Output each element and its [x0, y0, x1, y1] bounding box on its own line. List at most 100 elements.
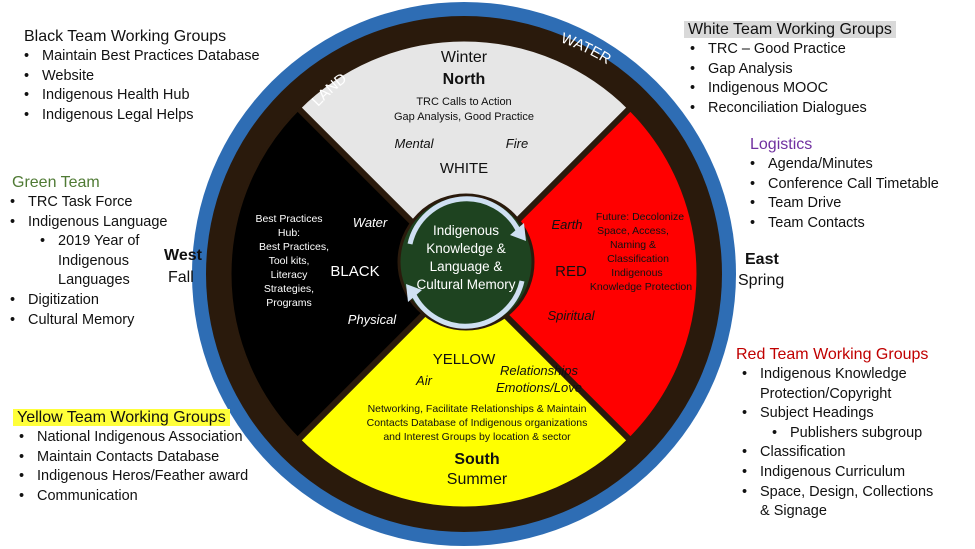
cycle-arrow-top: [407, 196, 522, 245]
list-item: Indigenous Health Hub: [18, 86, 278, 106]
red-team-list: Indigenous Knowledge Protection/Copyrigh…: [736, 365, 972, 522]
east-quadrant: [462, 107, 699, 441]
cycle-arrow-bottom: [410, 280, 525, 329]
physical-label: Physical: [348, 312, 398, 327]
green-team-list: TRC Task Force Indigenous Language 2019 …: [4, 193, 204, 330]
list-item: Indigenous Heros/Feather award: [13, 467, 313, 487]
list-item: Maintain Best Practices Database: [18, 47, 278, 67]
list-item: Classification: [736, 443, 972, 463]
list-item: Indigenous Knowledge Protection/Copyrigh…: [736, 365, 972, 404]
south-desc-2: Contacts Database of Indigenous organiza…: [367, 417, 588, 429]
list-item: Space, Design, Collections & Signage: [736, 483, 972, 522]
subitem-line: Indigenous: [58, 252, 129, 269]
west-desc-4: Tool kits,: [269, 255, 310, 267]
item-line: Indigenous Knowledge: [760, 366, 907, 382]
black-team-panel: Black Team Working Groups Maintain Best …: [18, 27, 278, 125]
list-item: Conference Call Timetable: [744, 175, 968, 195]
list-item: Website: [18, 67, 278, 87]
list-item: Digitization: [4, 291, 204, 311]
list-item: Communication: [13, 487, 313, 507]
logistics-list: Agenda/Minutes Conference Call Timetable…: [744, 155, 968, 233]
list-subitem: 2019 Year of Indigenous Languages: [4, 232, 204, 291]
list-item: Gap Analysis: [684, 60, 964, 80]
list-item: Reconciliation Dialogues: [684, 99, 964, 119]
item-line: Protection/Copyright: [760, 385, 892, 402]
north-direction: North: [443, 71, 486, 88]
center-line-2: Knowledge &: [426, 241, 506, 256]
white-team-list: TRC – Good Practice Gap Analysis Indigen…: [684, 40, 964, 118]
white-team-title: White Team Working Groups: [684, 20, 964, 40]
list-item: Subject Headings: [736, 404, 972, 424]
east-desc-1: Future: Decolonize: [596, 211, 684, 223]
west-desc-1: Best Practices: [255, 213, 322, 225]
list-item: Indigenous Legal Helps: [18, 106, 278, 126]
north-season: Winter: [441, 49, 488, 66]
list-item: Team Drive: [744, 194, 968, 214]
fire-label: Fire: [506, 136, 528, 151]
mental-label: Mental: [394, 136, 434, 151]
south-desc-3: and Interest Groups by location & sector: [383, 431, 571, 443]
emotions-label: Emotions/Love: [496, 380, 582, 395]
east-desc-3: Naming &: [610, 239, 656, 251]
north-quadrant: [297, 39, 631, 276]
logistics-panel: Logistics Agenda/Minutes Conference Call…: [728, 135, 968, 233]
west-desc-7: Programs: [266, 297, 312, 309]
yellow-team-title: Yellow Team Working Groups: [13, 408, 313, 428]
item-line: & Signage: [760, 503, 827, 520]
list-item: Team Contacts: [744, 214, 968, 234]
list-item: TRC Task Force: [4, 193, 204, 213]
water-element-label: Water: [353, 215, 388, 230]
south-desc-1: Networking, Facilitate Relationships & M…: [368, 403, 587, 415]
red-team-panel: Red Team Working Groups Indigenous Knowl…: [736, 345, 972, 522]
list-item: Agenda/Minutes: [744, 155, 968, 175]
black-label: BLACK: [330, 263, 379, 280]
list-item: Indigenous Curriculum: [736, 463, 972, 483]
west-quadrant: [229, 107, 466, 441]
spiritual-label: Spiritual: [548, 308, 596, 323]
north-desc-1: TRC Calls to Action: [416, 96, 511, 108]
center-line-4: Cultural Memory: [416, 277, 515, 292]
south-season: Summer: [447, 471, 508, 488]
list-item: Cultural Memory: [4, 311, 204, 331]
list-item: National Indigenous Association: [13, 428, 313, 448]
list-subitem: Publishers subgroup: [736, 424, 972, 444]
subitem-line: Languages: [58, 272, 130, 289]
logistics-title: Logistics: [750, 136, 813, 153]
white-label: WHITE: [440, 160, 488, 177]
east-desc-2: Space, Access,: [597, 225, 669, 237]
list-item: TRC – Good Practice: [684, 40, 964, 60]
green-team-title: Green Team: [12, 174, 100, 191]
white-team-panel: White Team Working Groups TRC – Good Pra…: [684, 20, 964, 118]
west-desc-5: Literacy: [271, 269, 309, 281]
east-desc-6: Knowledge Protection: [590, 281, 692, 293]
subitem-line: 2019 Year of: [58, 233, 140, 250]
list-item: Indigenous MOOC: [684, 79, 964, 99]
red-team-title: Red Team Working Groups: [736, 346, 929, 363]
cycle-arrowhead-bottom: [406, 284, 422, 302]
list-item: Maintain Contacts Database: [13, 448, 313, 468]
spring-season: Spring: [738, 272, 785, 289]
air-label: Air: [415, 373, 433, 388]
green-team-panel: Green Team TRC Task Force Indigenous Lan…: [4, 173, 204, 330]
east-desc-5: Indigenous: [611, 267, 662, 279]
relationships-label: Relationships: [500, 363, 579, 378]
west-desc-3: Best Practices,: [259, 241, 329, 253]
west-desc-2: Hub:: [278, 227, 300, 239]
center-circle: [397, 193, 535, 331]
center-line-3: Language &: [430, 259, 503, 274]
list-item: Indigenous Language: [4, 213, 204, 233]
yellow-team-panel: Yellow Team Working Groups National Indi…: [13, 408, 313, 506]
center-line-1: Indigenous: [433, 223, 499, 238]
yellow-team-list: National Indigenous Association Maintain…: [13, 428, 313, 506]
black-team-title: Black Team Working Groups: [24, 28, 227, 45]
south-quadrant: [297, 272, 631, 509]
west-desc-6: Strategies,: [264, 283, 314, 295]
east-direction: East: [745, 251, 779, 268]
yellow-label: YELLOW: [433, 351, 496, 368]
earth-label: Earth: [551, 217, 582, 232]
east-desc-4: Classification: [607, 253, 669, 265]
red-label: RED: [555, 263, 587, 280]
cycle-arrowhead-top: [510, 223, 526, 241]
south-direction: South: [454, 451, 499, 468]
